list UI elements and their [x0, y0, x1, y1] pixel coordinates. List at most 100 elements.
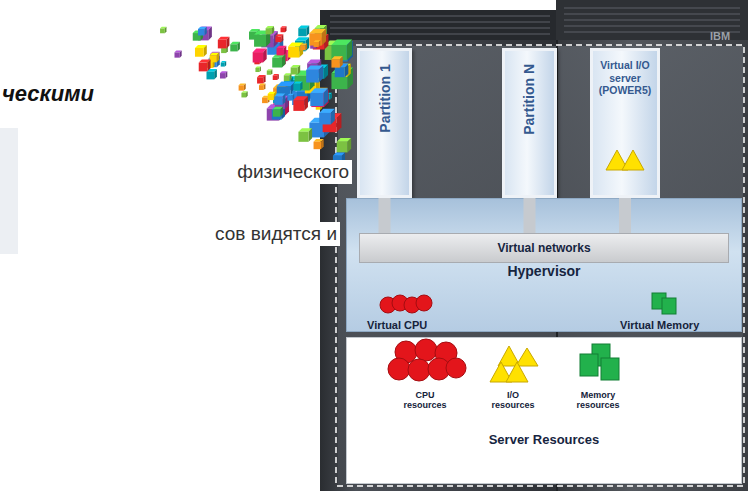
cube-face: [195, 48, 204, 57]
slide-text: ческими: [2, 80, 94, 108]
cube: [298, 128, 312, 142]
resource-label: I/O resources: [485, 390, 541, 411]
cube: [272, 54, 285, 67]
cube: [281, 26, 287, 32]
cube: [239, 83, 246, 90]
cube-face: [225, 71, 227, 78]
cube-face: [337, 142, 348, 153]
virtual-network-bar: Virtual networks: [359, 233, 729, 263]
cube-face: [293, 100, 304, 111]
cube: [220, 71, 227, 78]
cube-face: [221, 48, 226, 53]
cube: [273, 107, 283, 117]
cube-face: [285, 26, 287, 32]
cube-face: [272, 110, 282, 120]
cube: [291, 65, 301, 75]
cube-face: [273, 109, 280, 116]
cube-face: [262, 98, 267, 103]
label-holder: сов видятся и: [212, 222, 340, 246]
cube-face: [300, 81, 302, 90]
cube-face: [306, 25, 309, 36]
memory-squares: [580, 344, 619, 380]
cube: [221, 61, 226, 66]
rack-top: [320, 10, 558, 40]
label-holder: I/O resources: [485, 390, 541, 411]
cube: [199, 60, 211, 72]
cube-face: [298, 28, 306, 36]
cube-face: [319, 40, 321, 47]
resource-label: CPU resources: [397, 390, 453, 411]
cube-face: [310, 93, 323, 106]
cube-face: [198, 29, 204, 35]
cube: [174, 50, 181, 57]
cube-face: [282, 54, 285, 67]
cpu-circles: [380, 295, 432, 313]
pipe-connector: [524, 198, 536, 233]
cube: [331, 56, 342, 67]
partition-box: Partition 1: [357, 48, 412, 198]
cube-face: [204, 45, 207, 57]
cube: [293, 81, 302, 90]
cube-face: [277, 74, 279, 80]
cube: [273, 74, 279, 80]
cube-face: [322, 29, 326, 46]
vio-server-box: Virtual I/O server (POWER5): [590, 48, 660, 198]
cube: [306, 65, 323, 82]
cube: [284, 73, 292, 81]
pipe-connector: [379, 198, 391, 233]
cube-face: [259, 85, 264, 90]
cube-face: [345, 64, 349, 78]
cube-face: [207, 60, 210, 72]
io-triangles: [490, 346, 538, 382]
cube-face: [337, 113, 342, 132]
cube-face: [259, 67, 260, 73]
cube-face: [281, 34, 283, 42]
cube: [293, 96, 308, 111]
cube-face: [230, 44, 237, 51]
node-text: Partition 1: [376, 64, 393, 132]
cube-face: [330, 93, 332, 100]
slide-text: физического: [234, 160, 352, 184]
cube-face: [300, 45, 305, 50]
resource-label: Memory resources: [570, 390, 626, 411]
cube-face: [323, 88, 328, 106]
cube: [331, 40, 352, 61]
hypervisor-band: HypervisorVirtual networks: [346, 198, 742, 332]
cube-face: [314, 142, 322, 150]
io-triangles: [606, 150, 644, 170]
cube-face: [274, 97, 282, 105]
cube: [319, 109, 335, 125]
cube: [218, 37, 230, 49]
cube-face: [160, 29, 165, 34]
cube-face: [199, 63, 208, 72]
cube: [257, 75, 265, 83]
cube: [314, 40, 321, 47]
cube: [300, 44, 307, 51]
cube-face: [263, 75, 265, 83]
cube: [241, 91, 247, 97]
cube-face: [208, 26, 212, 40]
label-holder: Virtual CPU: [367, 315, 427, 333]
cube-face: [340, 56, 343, 67]
cube-face: [218, 40, 227, 49]
cube-face: [347, 40, 352, 61]
cube-face: [272, 58, 282, 68]
cube-face: [298, 132, 308, 142]
cube-face: [266, 28, 272, 34]
cube: [337, 138, 351, 152]
cube-face: [254, 35, 266, 47]
cube-face: [273, 75, 277, 79]
cube-face: [277, 48, 284, 55]
partition-box: Partition N: [502, 48, 557, 198]
cube-face: [241, 93, 246, 98]
label-holder: ческими: [2, 80, 94, 108]
cube-face: [239, 85, 244, 90]
cube: [195, 45, 207, 57]
cube: [253, 48, 267, 62]
cube-face: [298, 65, 300, 75]
cube: [274, 94, 285, 105]
cube: [198, 27, 207, 36]
cube-face: [324, 65, 328, 79]
cube-face: [331, 59, 339, 67]
